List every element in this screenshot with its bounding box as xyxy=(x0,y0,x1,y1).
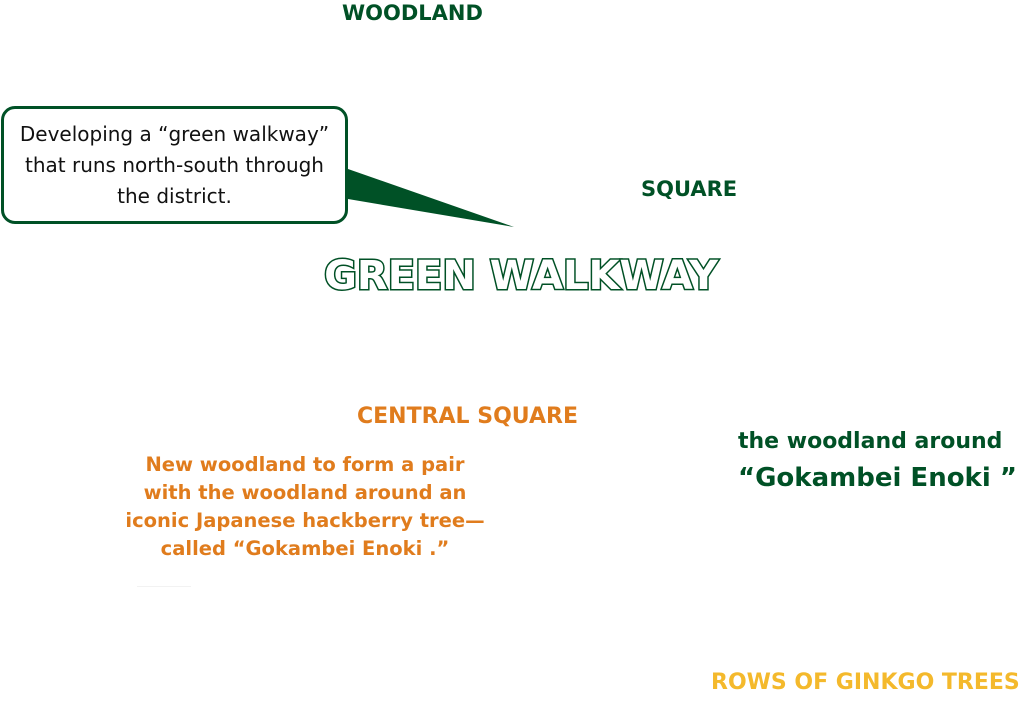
callout-text: Developing a “green walkway” that runs n… xyxy=(19,121,330,208)
central-square-label: CENTRAL SQUARE xyxy=(357,404,578,429)
woodland-label: WOODLAND xyxy=(342,1,483,25)
square-label: SQUARE xyxy=(641,177,738,201)
rows-of-ginkgo-trees-label: ROWS OF GINKGO TREES xyxy=(711,670,1020,695)
enoki-woodland-label: the woodland around “Gokambei Enoki ” xyxy=(738,426,1023,498)
decorative-divider xyxy=(137,586,191,587)
enoki-line-1: the woodland around xyxy=(738,429,1003,454)
enoki-line-2: “Gokambei Enoki ” xyxy=(738,463,1017,493)
callout-pointer xyxy=(348,169,514,227)
new-woodland-description: New woodland to form a pair with the woo… xyxy=(125,453,485,560)
green-walkway-title: GREEN WALKWAY xyxy=(323,252,720,301)
callout-bubble: Developing a “green walkway” that runs n… xyxy=(1,106,348,224)
